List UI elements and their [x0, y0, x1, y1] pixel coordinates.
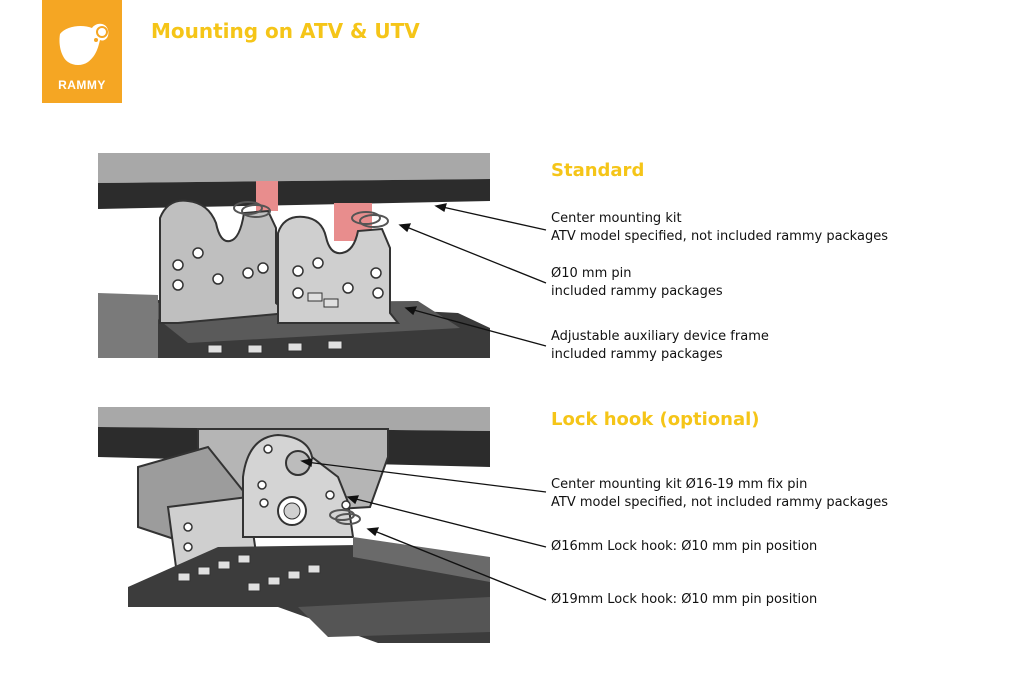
callout-line: Center mounting kit Ø16-19 mm fix pin — [551, 477, 808, 492]
ram-head-icon — [59, 23, 109, 65]
callout-line: Center mounting kit — [551, 211, 682, 226]
lock-hook-illustration — [98, 407, 490, 643]
lock-hook-heading: Lock hook (optional) — [551, 409, 760, 430]
callout-line: Ø10 mm pin — [551, 266, 632, 281]
rammy-logo: RAMMY — [42, 0, 122, 103]
callout-fix-pin-kit: Center mounting kit Ø16-19 mm fix pin AT… — [551, 476, 888, 512]
standard-heading: Standard — [551, 160, 645, 181]
callout-line: ATV model specified, not included rammy … — [551, 229, 888, 244]
callout-line: ATV model specified, not included rammy … — [551, 495, 888, 510]
logo-text: RAMMY — [58, 78, 106, 92]
standard-mounting-illustration — [98, 153, 490, 358]
callout-16mm-lock-hook: Ø16mm Lock hook: Ø10 mm pin position — [551, 538, 817, 556]
callout-line: included rammy packages — [551, 284, 723, 299]
callout-center-mounting-kit: Center mounting kit ATV model specified,… — [551, 210, 888, 246]
page-title: Mounting on ATV & UTV — [151, 19, 420, 43]
callout-line: Adjustable auxiliary device frame — [551, 329, 769, 344]
callout-19mm-lock-hook: Ø19mm Lock hook: Ø10 mm pin position — [551, 591, 817, 609]
callout-line: included rammy packages — [551, 347, 723, 362]
callout-line: Ø16mm Lock hook: Ø10 mm pin position — [551, 539, 818, 554]
callout-10mm-pin: Ø10 mm pin included rammy packages — [551, 265, 723, 301]
callout-line: Ø19mm Lock hook: Ø10 mm pin position — [551, 592, 818, 607]
callout-auxiliary-frame: Adjustable auxiliary device frame includ… — [551, 328, 769, 364]
